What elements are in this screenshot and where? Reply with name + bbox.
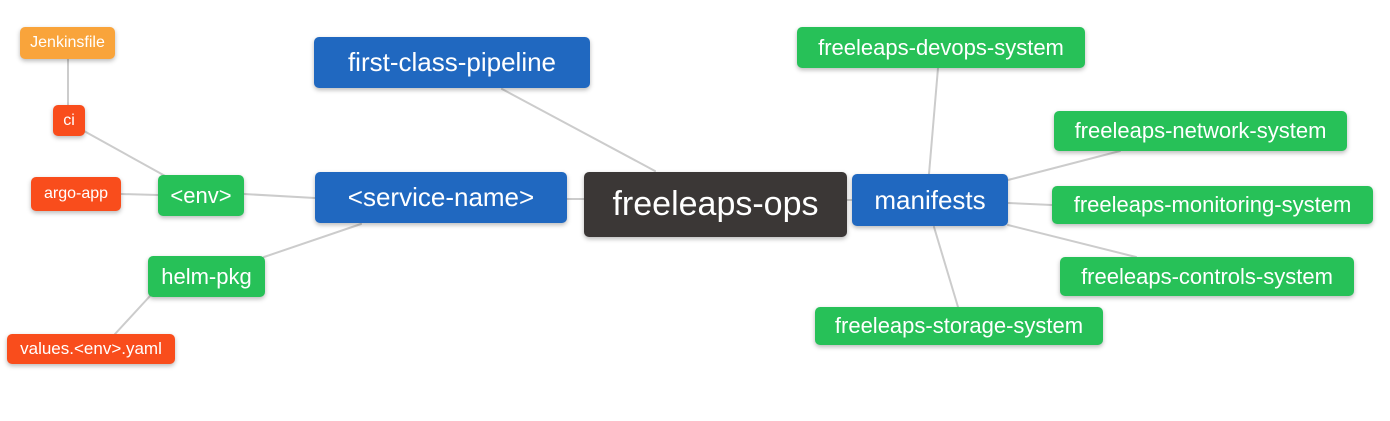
node-freeleaps-controls-system-label: freeleaps-controls-system — [1081, 263, 1333, 289]
node-argo-app-label: argo-app — [43, 185, 109, 202]
node-env-label: <env> — [170, 182, 232, 208]
edge-values-helm-pkg — [114, 295, 151, 335]
node-service-name-label: <service-name> — [347, 182, 535, 212]
edge-manifests-monitoring — [1007, 202, 1053, 206]
node-values-env-yaml-label: values.<env>.yaml — [20, 339, 162, 358]
node-freeleaps-devops-system-label: freeleaps-devops-system — [818, 34, 1064, 60]
node-service-name[interactable]: <service-name> — [315, 172, 567, 223]
node-freeleaps-devops-system[interactable]: freeleaps-devops-system — [797, 27, 1085, 68]
node-ci[interactable]: ci — [53, 105, 85, 136]
node-helm-pkg[interactable]: helm-pkg — [148, 256, 265, 297]
node-jenkinsfile-label: Jenkinsfile — [30, 34, 105, 51]
node-freeleaps-monitoring-system-label: freeleaps-monitoring-system — [1073, 192, 1352, 217]
node-freeleaps-storage-system-label: freeleaps-storage-system — [834, 313, 1084, 338]
node-freeleaps-monitoring-system[interactable]: freeleaps-monitoring-system — [1052, 186, 1373, 224]
node-freeleaps-controls-system[interactable]: freeleaps-controls-system — [1060, 257, 1354, 296]
node-jenkinsfile[interactable]: Jenkinsfile — [20, 27, 115, 59]
node-manifests[interactable]: manifests — [852, 174, 1008, 226]
node-first-class-pipeline[interactable]: first-class-pipeline — [314, 37, 590, 88]
edge-manifests-network — [1007, 150, 1121, 181]
edge-ci-env — [83, 130, 168, 178]
edge-manifests-devops — [928, 67, 939, 175]
node-values-env-yaml[interactable]: values.<env>.yaml — [7, 334, 175, 364]
edge-env-service-name — [243, 193, 316, 199]
node-helm-pkg-label: helm-pkg — [161, 263, 252, 289]
edge-argo-app-env — [120, 193, 159, 196]
node-freeleaps-ops-label: freeleaps-ops — [612, 185, 819, 223]
edge-manifests-storage — [933, 226, 959, 308]
edge-manifests-controls — [1007, 224, 1137, 258]
node-freeleaps-network-system-label: freeleaps-network-system — [1074, 118, 1327, 143]
node-freeleaps-network-system[interactable]: freeleaps-network-system — [1054, 111, 1347, 151]
node-first-class-pipeline-label: first-class-pipeline — [347, 47, 557, 77]
node-ci-label: ci — [63, 111, 75, 129]
edge-helm-pkg-service-name — [263, 223, 362, 258]
node-manifests-label: manifests — [874, 184, 986, 215]
node-freeleaps-ops[interactable]: freeleaps-ops — [584, 172, 847, 237]
edge-pipeline-freeleaps-ops — [501, 88, 656, 172]
node-freeleaps-storage-system[interactable]: freeleaps-storage-system — [815, 307, 1103, 345]
node-argo-app[interactable]: argo-app — [31, 177, 121, 211]
node-env[interactable]: <env> — [158, 175, 244, 216]
